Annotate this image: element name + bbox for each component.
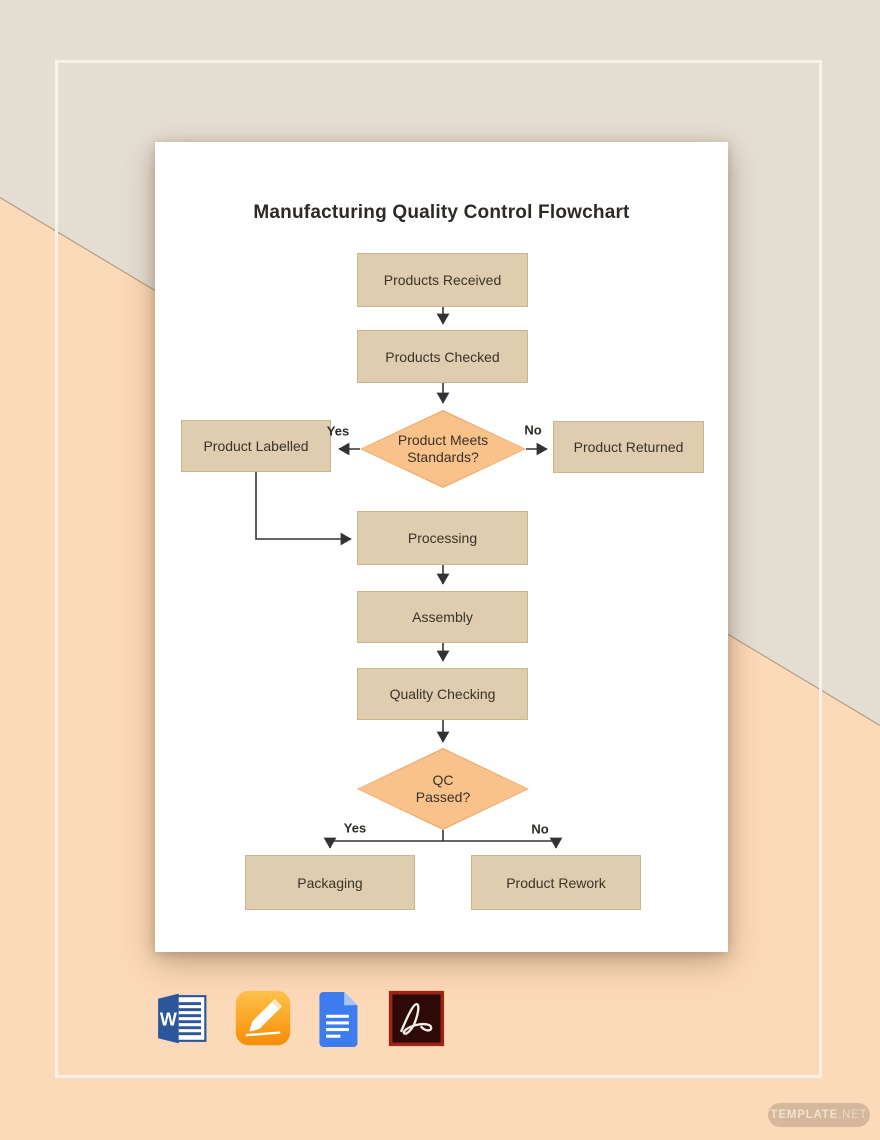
edge-label-standards-no: No [524, 422, 542, 438]
node-qc-passed: QC Passed? [357, 748, 529, 830]
node-products-received: Products Received [357, 253, 528, 307]
diamond-label: QC Passed? [415, 772, 471, 805]
page-title: Manufacturing Quality Control Flowchart [253, 202, 630, 223]
brand-suffix: .NET [838, 1109, 868, 1121]
edge-label-qc-yes: Yes [343, 820, 367, 836]
adobe-acrobat-icon[interactable] [388, 990, 445, 1047]
node-product-rework: Product Rework [471, 855, 641, 910]
google-docs-icon[interactable] [316, 991, 359, 1048]
microsoft-word-icon[interactable]: W [155, 991, 211, 1046]
node-product-returned: Product Returned [553, 421, 704, 473]
apple-pages-icon[interactable] [234, 989, 292, 1047]
brand-name: TEMPLATE [770, 1109, 839, 1121]
edge-label-standards-yes: Yes [326, 423, 350, 439]
node-packaging: Packaging [245, 855, 415, 910]
node-assembly: Assembly [357, 591, 528, 643]
template-page: Manufacturing Quality Control Flowchart … [155, 142, 728, 952]
node-product-labelled: Product Labelled [181, 420, 331, 472]
node-product-meets-standards: Product Meets Standards? [360, 410, 526, 488]
svg-text:W: W [160, 1009, 177, 1029]
template-net-badge: TEMPLATE.NET [768, 1103, 870, 1127]
node-products-checked: Products Checked [357, 330, 528, 383]
node-processing: Processing [357, 511, 528, 565]
node-quality-checking: Quality Checking [357, 668, 528, 720]
diamond-label: Product Meets Standards? [397, 432, 489, 465]
edge-label-qc-no: No [531, 821, 549, 837]
